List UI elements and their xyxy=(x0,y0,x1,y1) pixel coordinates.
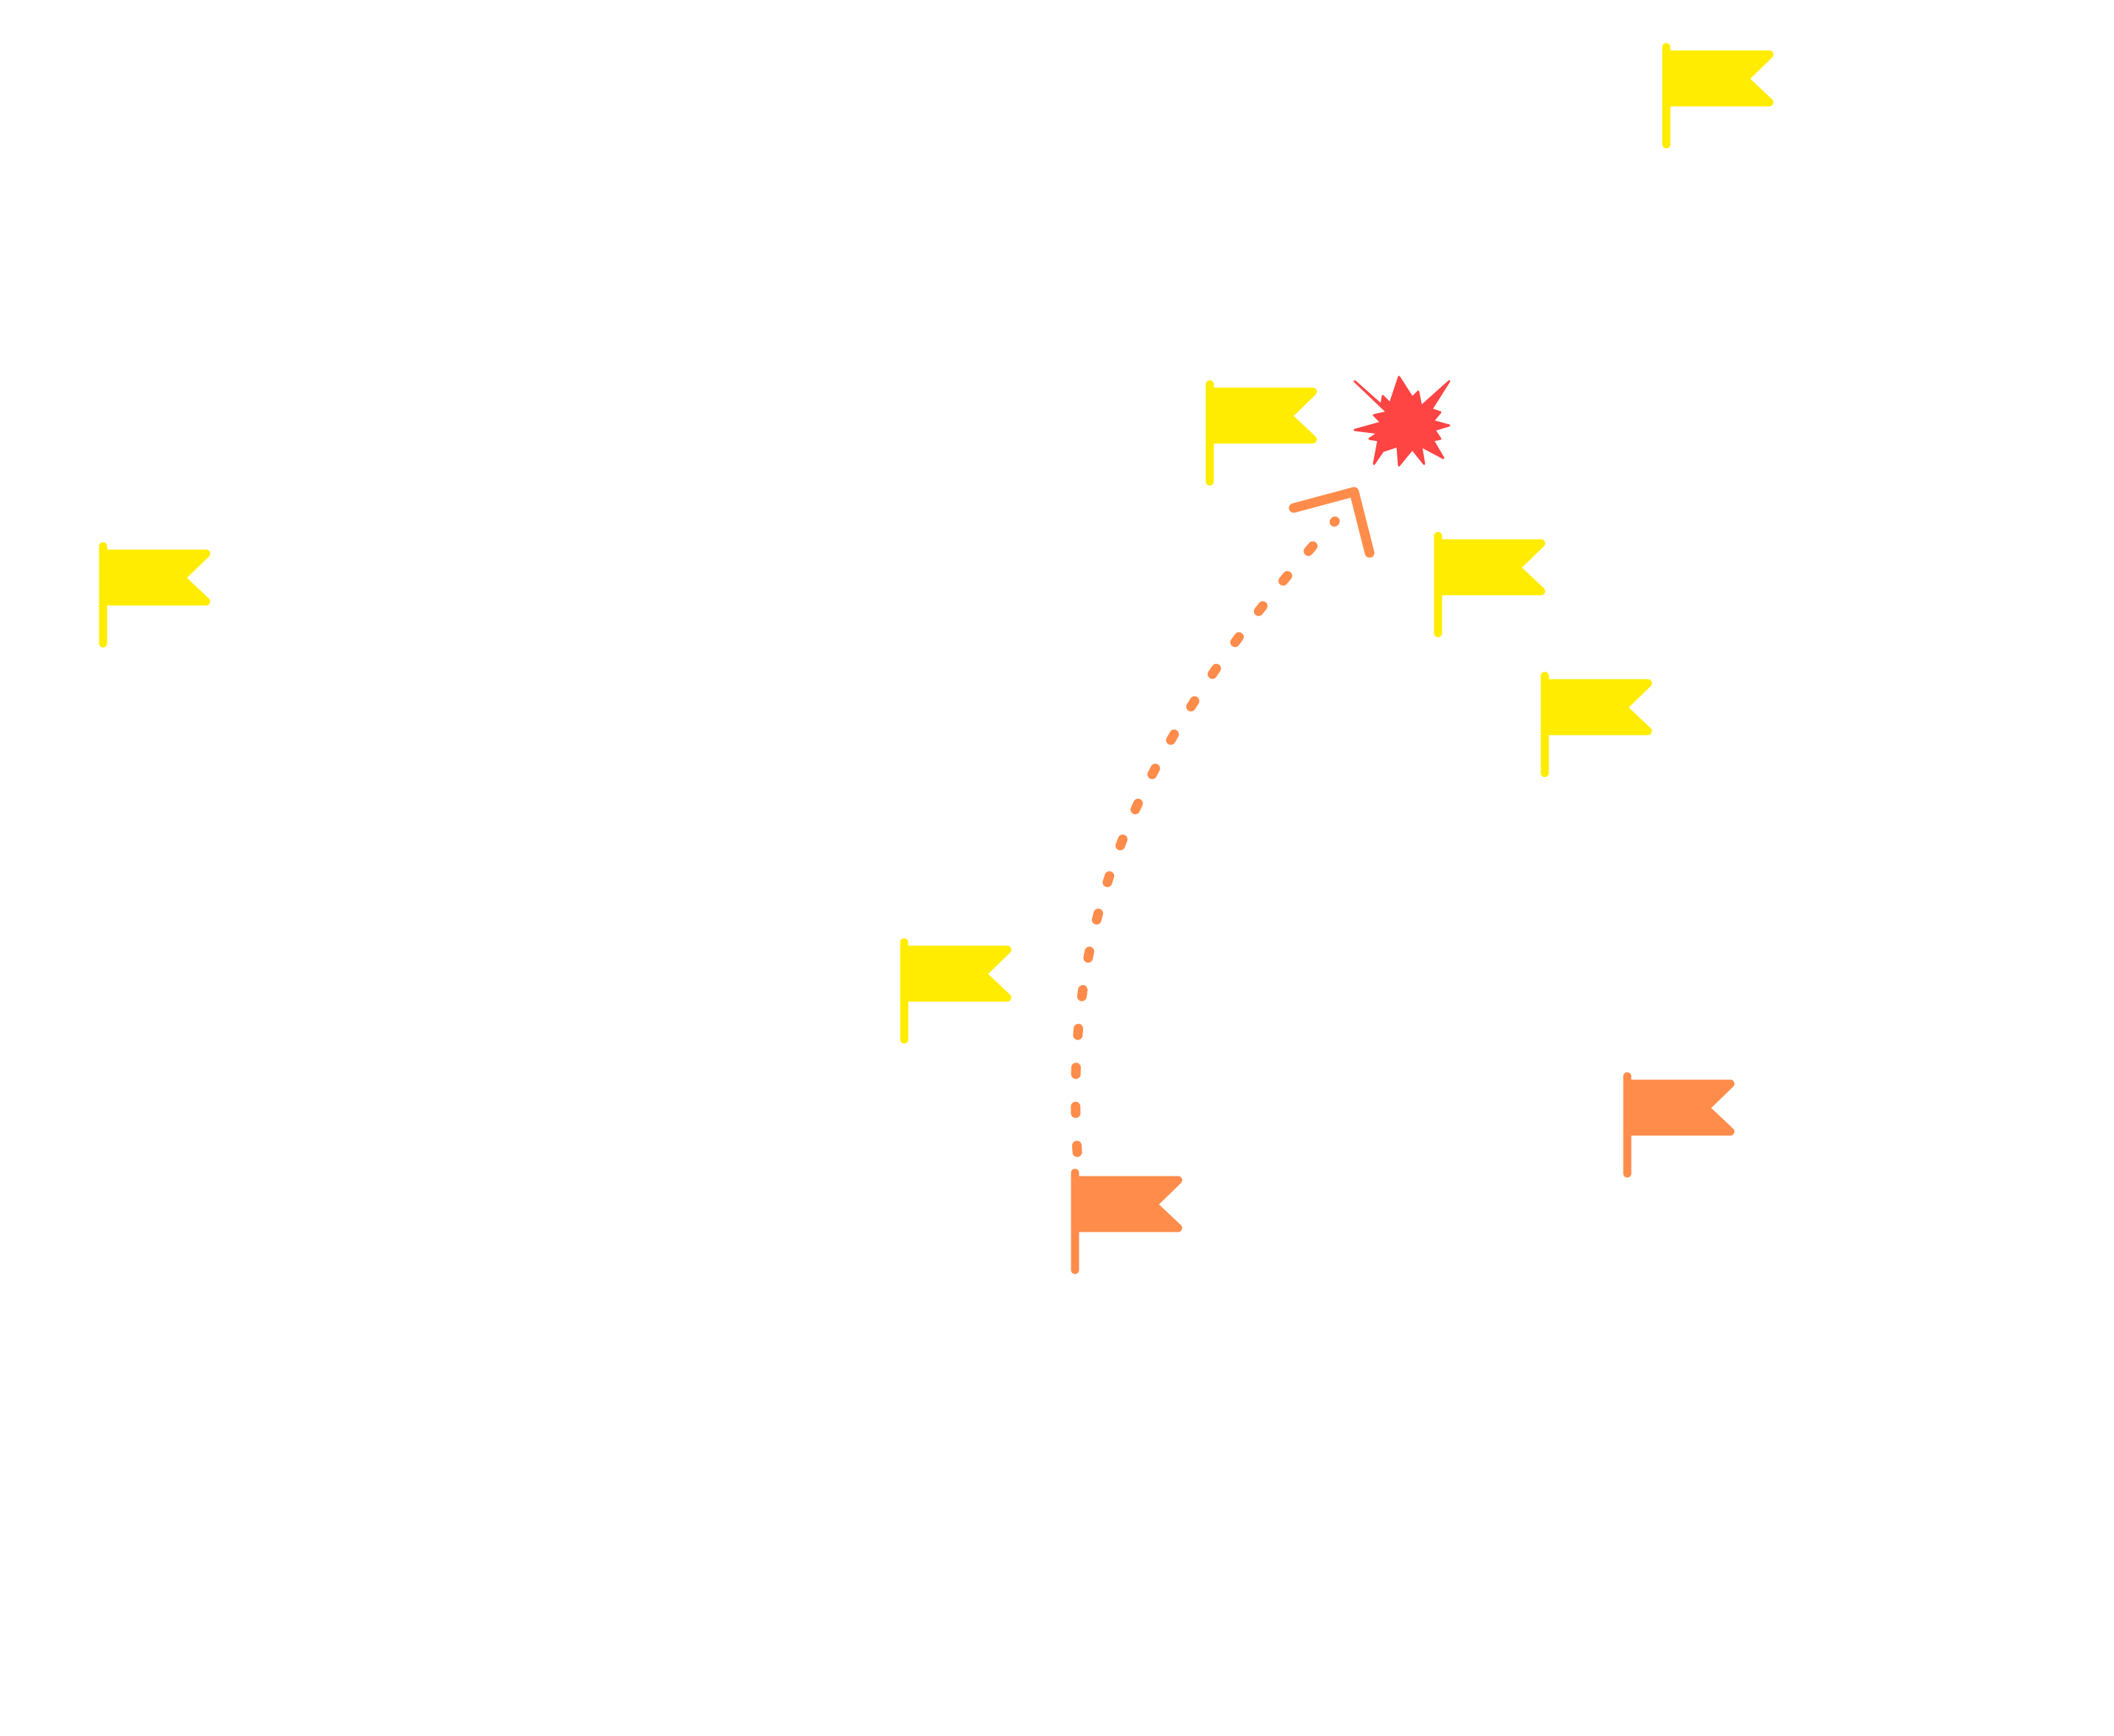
explosion-icon xyxy=(1353,375,1451,467)
yellow-flag-right-a[interactable] xyxy=(1434,532,1546,638)
yellow-flag-upper-middle[interactable] xyxy=(1205,380,1317,486)
yellow-flag-right-b[interactable] xyxy=(1540,671,1652,777)
flag-icon xyxy=(1205,380,1317,486)
yellow-flag-center[interactable] xyxy=(900,938,1012,1044)
flag-icon xyxy=(1434,532,1546,638)
flag-icon xyxy=(900,938,1012,1044)
flag-icon xyxy=(1662,43,1774,149)
flag-icon xyxy=(1623,1072,1735,1178)
orange-flag-right[interactable] xyxy=(1623,1072,1735,1178)
arrow-head-icon xyxy=(1289,487,1375,558)
yellow-flag-top-right[interactable] xyxy=(1662,43,1774,149)
flag-icon xyxy=(1540,671,1652,777)
yellow-flag-left[interactable] xyxy=(99,542,211,648)
orange-flag-launcher[interactable] xyxy=(1071,1168,1183,1274)
trajectory-arc xyxy=(1071,516,1340,1157)
flag-icon xyxy=(99,542,211,648)
flag-icon xyxy=(1071,1168,1183,1274)
